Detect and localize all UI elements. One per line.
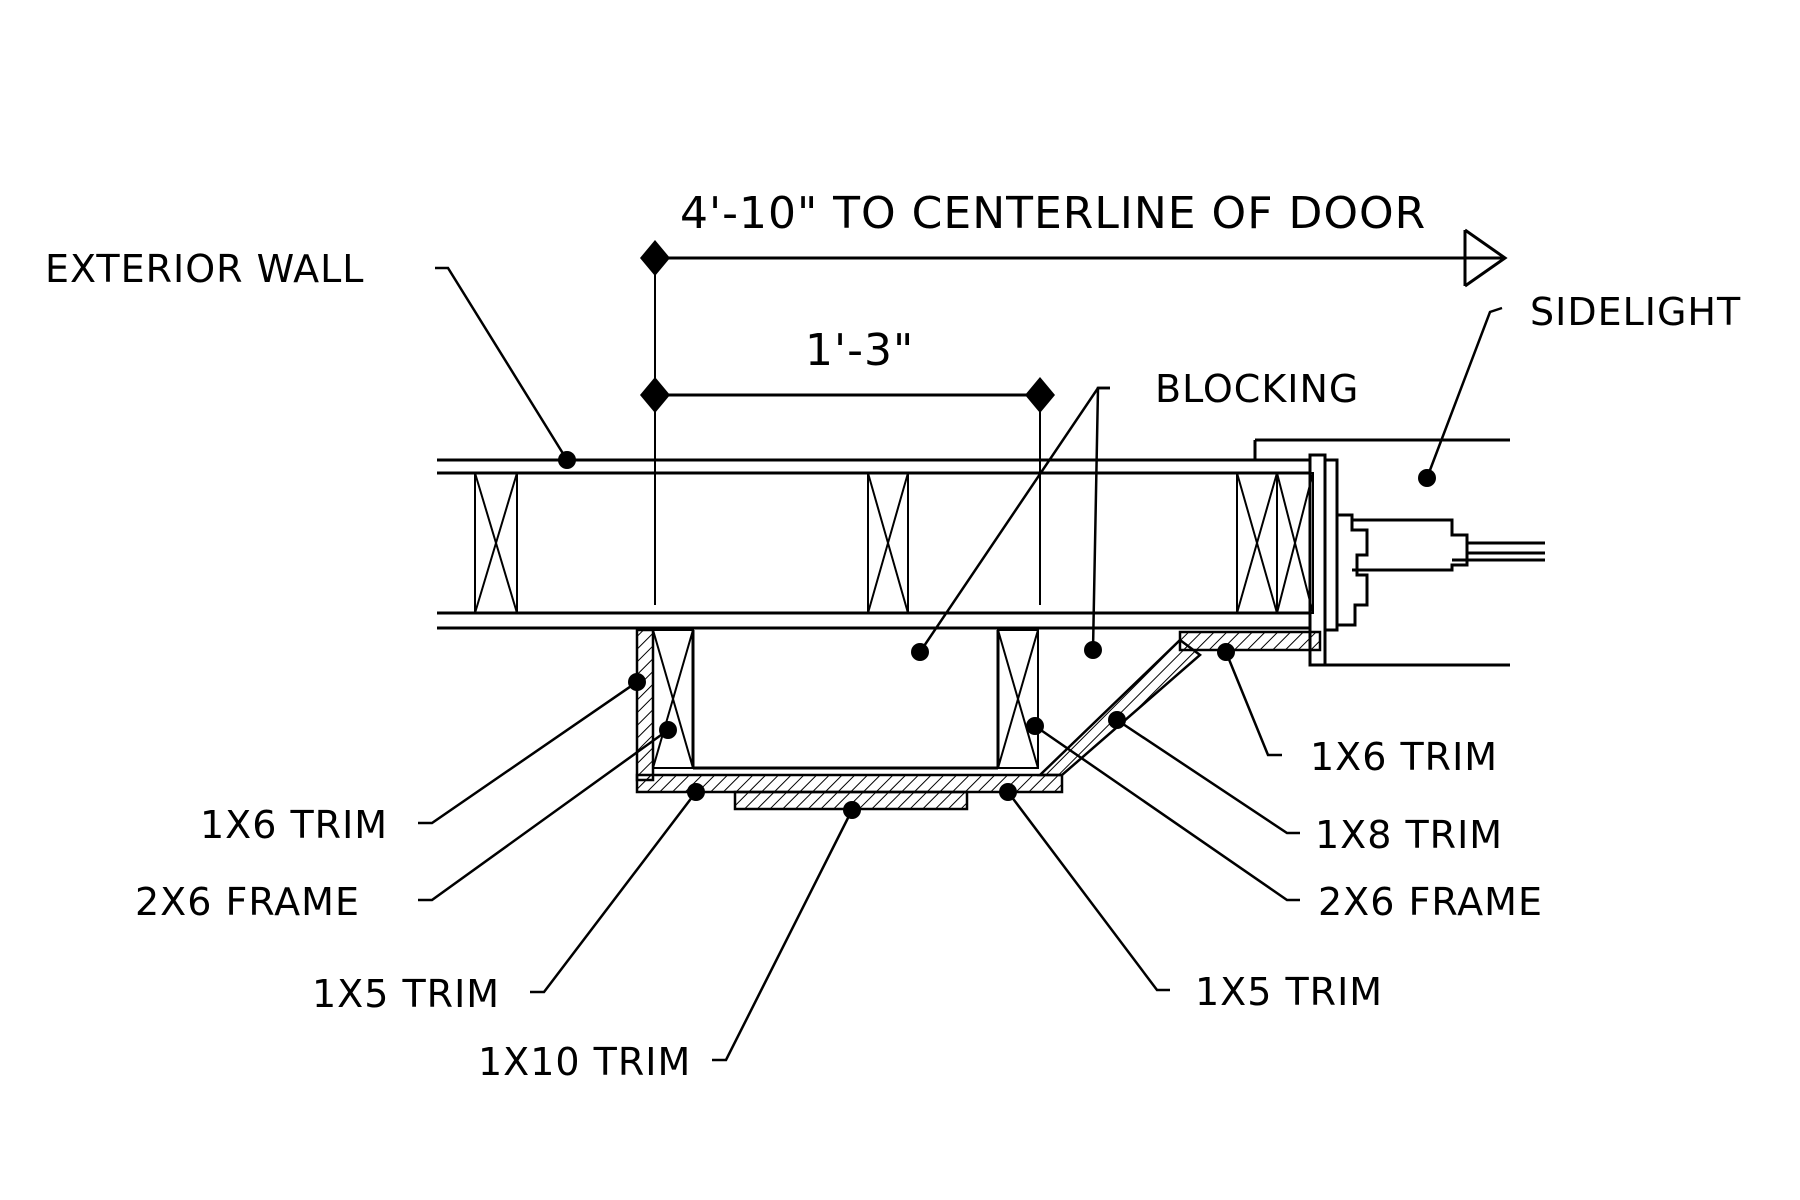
left-frame-stud [652,629,694,769]
label-right-1x5-trim: 1X5 TRIM [1195,970,1383,1014]
label-blocking: BLOCKING [1155,367,1359,411]
label-right-1x8-trim: 1X8 TRIM [1315,813,1503,857]
label-right-2x6-frame: 2X6 FRAME [1318,880,1543,924]
sidelight [1253,438,1545,667]
label-left-1x5-trim: 1X5 TRIM [312,972,500,1016]
inner-dimension-text: 1'-3" [805,325,914,376]
overall-dimension: 4'-10" TO CENTERLINE OF DOOR [640,188,1508,605]
label-left-2x6-frame: 2X6 FRAME [135,880,360,924]
label-left-1x6-trim: 1X6 TRIM [200,803,388,847]
trim-box [635,628,1322,811]
leader-lines [418,266,1503,1062]
label-sidelight: SIDELIGHT [1530,290,1741,334]
label-1x10-trim: 1X10 TRIM [478,1040,691,1084]
overall-dimension-text: 4'-10" TO CENTERLINE OF DOOR [680,188,1426,239]
wall-stud [867,472,909,614]
wall-stud-double [1236,472,1314,614]
inner-dimension: 1'-3" [640,325,1055,605]
label-exterior-wall: EXTERIOR WALL [45,247,364,291]
exterior-wall [437,458,1314,630]
label-right-1x6-trim: 1X6 TRIM [1310,735,1498,779]
right-frame-stud [997,629,1039,769]
wall-stud [474,472,518,614]
